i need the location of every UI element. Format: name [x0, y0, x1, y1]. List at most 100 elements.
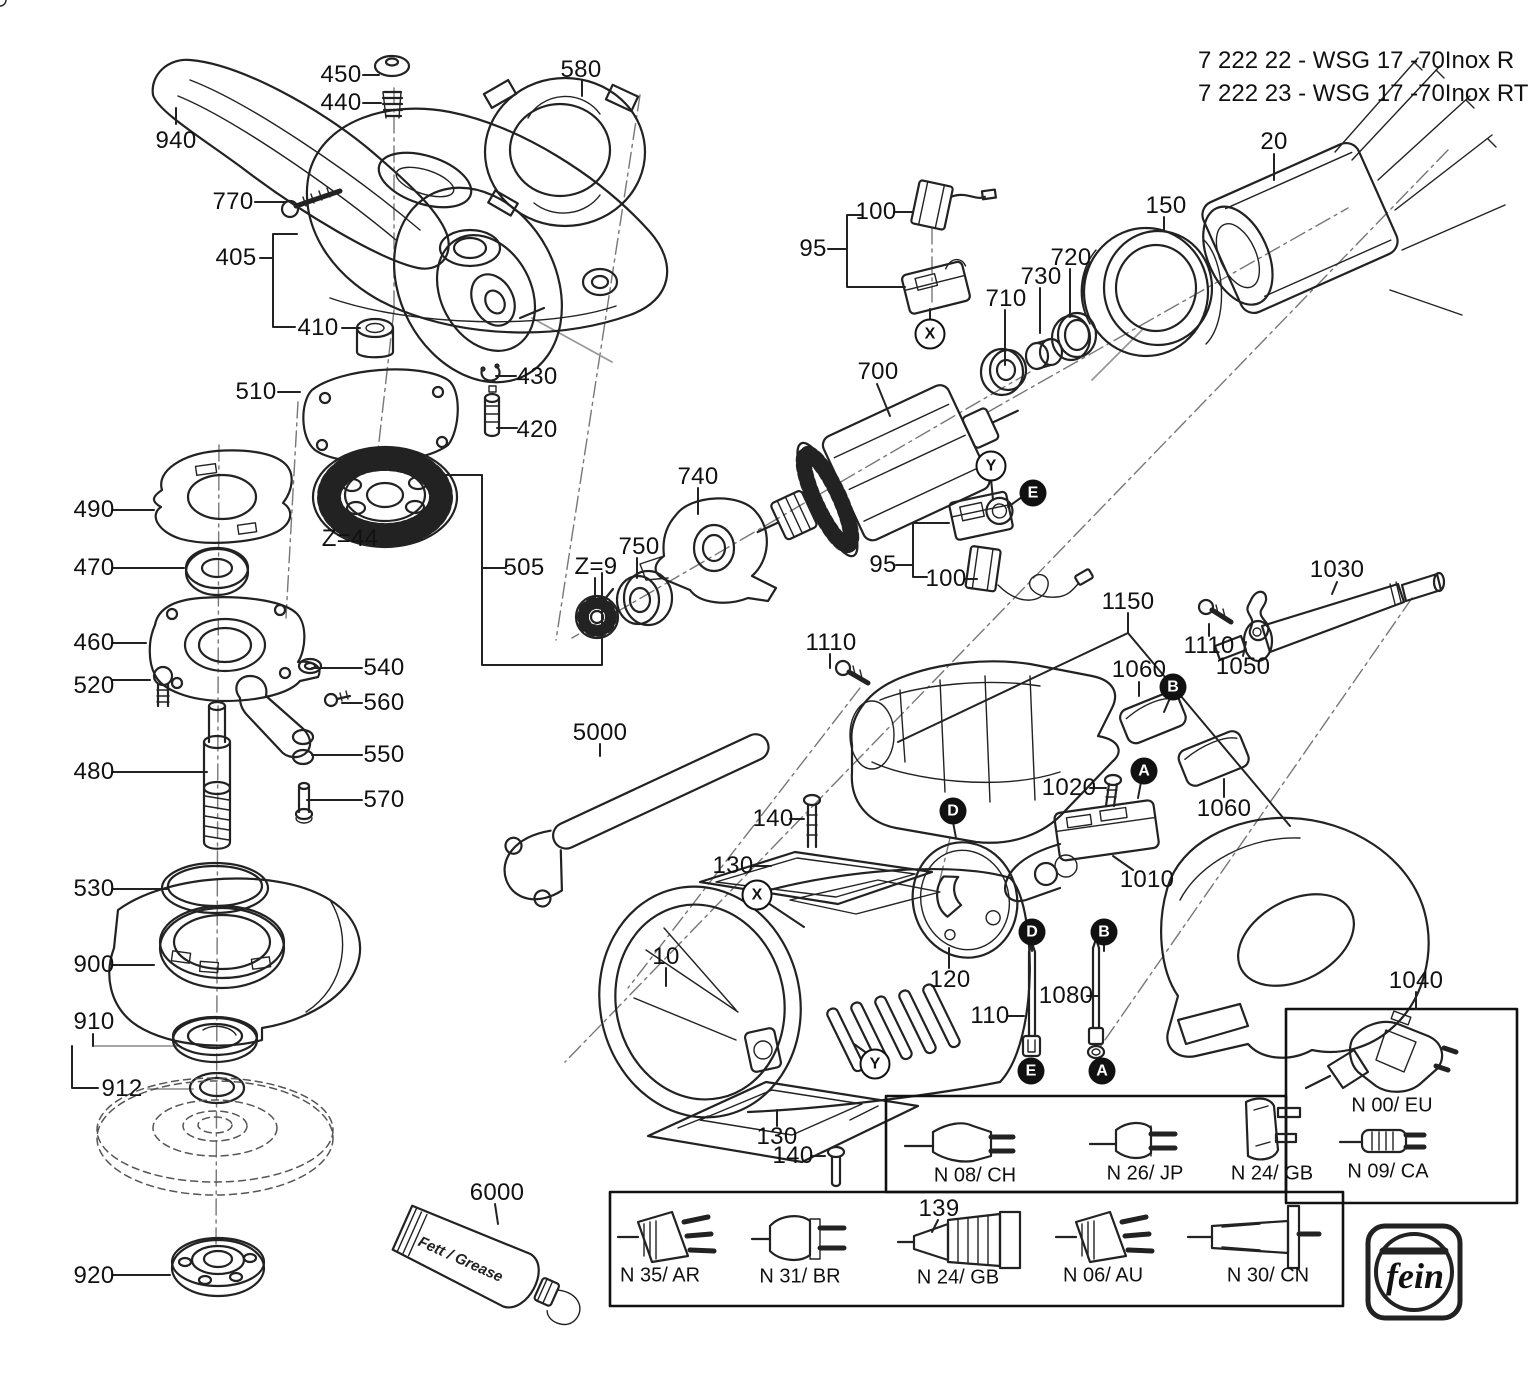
part-label-150: 150	[1145, 192, 1187, 219]
guard-holder-580	[482, 76, 647, 228]
pinion-z9	[574, 587, 620, 640]
washer-540	[297, 657, 323, 675]
armature-700	[756, 384, 1019, 558]
part-label-912: 912	[101, 1075, 143, 1102]
housing-ring-150	[1080, 226, 1223, 358]
part-label-405: 405	[215, 244, 257, 271]
callout-e: E	[1019, 479, 1047, 507]
fein-nameplate	[743, 1027, 783, 1073]
part-label-410: 410	[297, 314, 339, 341]
plug-ar	[616, 1210, 717, 1264]
plug-ca	[1338, 1128, 1427, 1154]
part-label-1080: 1080	[1038, 982, 1094, 1009]
part-label-900: 900	[73, 951, 115, 978]
plug-boxes	[608, 1007, 1519, 1308]
part-label-505: 505	[503, 554, 545, 581]
part-label-z-9: Z=9	[574, 553, 618, 580]
plug-label-n-24-gb: N 24/ GB	[916, 1266, 1000, 1289]
part-label-130: 130	[756, 1123, 798, 1150]
part-label-1040: 1040	[1388, 967, 1444, 994]
part-label-910: 910	[73, 1008, 115, 1035]
part-label-1150: 1150	[1101, 588, 1155, 615]
callout-b: B	[1090, 918, 1118, 946]
callout-y: Y	[859, 1048, 891, 1080]
part-label-95: 95	[869, 551, 897, 578]
model-title-line1: 7 222 22 - WSG 17 -70Inox R	[1198, 47, 1515, 74]
part-label-100: 100	[855, 198, 897, 225]
part-label-1110: 1110	[1183, 632, 1235, 659]
screw-520	[152, 665, 174, 708]
callout-b: B	[1159, 673, 1187, 701]
crown-gear-z44	[311, 445, 459, 549]
part-label-430: 430	[516, 363, 558, 390]
part-label-1060: 1060	[1111, 656, 1167, 683]
plug-label-n-31-br: N 31/ BR	[759, 1265, 841, 1288]
part-label-120: 120	[929, 966, 971, 993]
spindle-480	[202, 700, 232, 850]
plug-eu	[1304, 1010, 1459, 1093]
brush-holder-95-top	[901, 258, 971, 315]
part-label-480: 480	[73, 758, 115, 785]
washer-plate-740	[639, 497, 778, 604]
part-label-1010: 1010	[1119, 866, 1175, 893]
fein-logo-text: fein	[1386, 1256, 1444, 1296]
side-handle-940	[151, 58, 563, 384]
clamping-nut-920	[170, 1236, 266, 1298]
part-label-1050: 1050	[1215, 653, 1271, 680]
part-label-139: 139	[918, 1195, 960, 1222]
trigger-paddle-1060-b	[1177, 730, 1250, 787]
screw-570	[294, 781, 314, 824]
cover-plate-130-bottom	[646, 1080, 920, 1164]
plug-gb-2	[896, 1210, 1022, 1270]
plug-cn	[1186, 1204, 1322, 1270]
part-label-560: 560	[363, 689, 405, 716]
part-label-540: 540	[363, 654, 405, 681]
part-label-100: 100	[925, 565, 967, 592]
leader-lines	[71, 74, 1417, 1276]
lever-arm-550	[235, 674, 315, 766]
pin-420	[483, 385, 501, 438]
part-label-1020: 1020	[1041, 774, 1097, 801]
grinding-disc-phantom	[96, 1077, 334, 1196]
circlip-430	[480, 363, 501, 382]
sleeve-730	[1024, 337, 1064, 371]
wheel-guard-900	[108, 877, 362, 1047]
callout-y: Y	[975, 450, 1007, 482]
plug-label-n-26-jp: N 26/ JP	[1106, 1162, 1184, 1185]
part-label-1110: 1110	[805, 629, 857, 656]
part-label-550: 550	[363, 741, 405, 768]
pin-wrench-5000	[503, 733, 770, 908]
spring-440	[381, 90, 404, 119]
plug-label-n-09-ca: N 09/ CA	[1347, 1160, 1429, 1183]
housing-shell-1150	[0, 0, 1120, 844]
part-label-720: 720	[1050, 244, 1092, 271]
part-label-130: 130	[712, 852, 754, 879]
part-label-10: 10	[652, 943, 680, 970]
part-label-520: 520	[73, 672, 115, 699]
spindle-tube-1030	[1213, 571, 1446, 663]
plug-label-n-24-gb: N 24/ GB	[1230, 1162, 1314, 1185]
callout-d: D	[939, 797, 967, 825]
mounting-plate-490	[152, 449, 293, 544]
part-label-110: 110	[970, 1002, 1010, 1029]
title-block: 7 222 22 - WSG 17 -70Inox R 7 222 23 - W…	[1198, 44, 1528, 110]
part-label-570: 570	[363, 786, 405, 813]
plug-ch	[903, 1122, 1016, 1163]
plug-jp	[1088, 1121, 1178, 1160]
carbon-brush-100-mid	[964, 545, 1094, 601]
screw-140-bottom	[826, 1145, 846, 1188]
part-label-770: 770	[212, 188, 254, 215]
plug-label-n-00-eu: N 00/ EU	[1351, 1094, 1433, 1117]
lever-1050	[1246, 590, 1270, 642]
screw-1020	[1103, 773, 1123, 808]
callout-a: A	[1088, 1057, 1116, 1085]
plug-au	[1054, 1210, 1155, 1264]
ring-912	[188, 1071, 246, 1105]
part-label-470: 470	[73, 554, 115, 581]
switch-module-95-mid	[948, 490, 1014, 541]
plug-label-n-08-ch: N 08/ CH	[933, 1164, 1017, 1187]
part-label-490: 490	[73, 496, 115, 523]
part-label-20: 20	[1260, 128, 1288, 155]
callout-e: E	[1017, 1057, 1045, 1085]
